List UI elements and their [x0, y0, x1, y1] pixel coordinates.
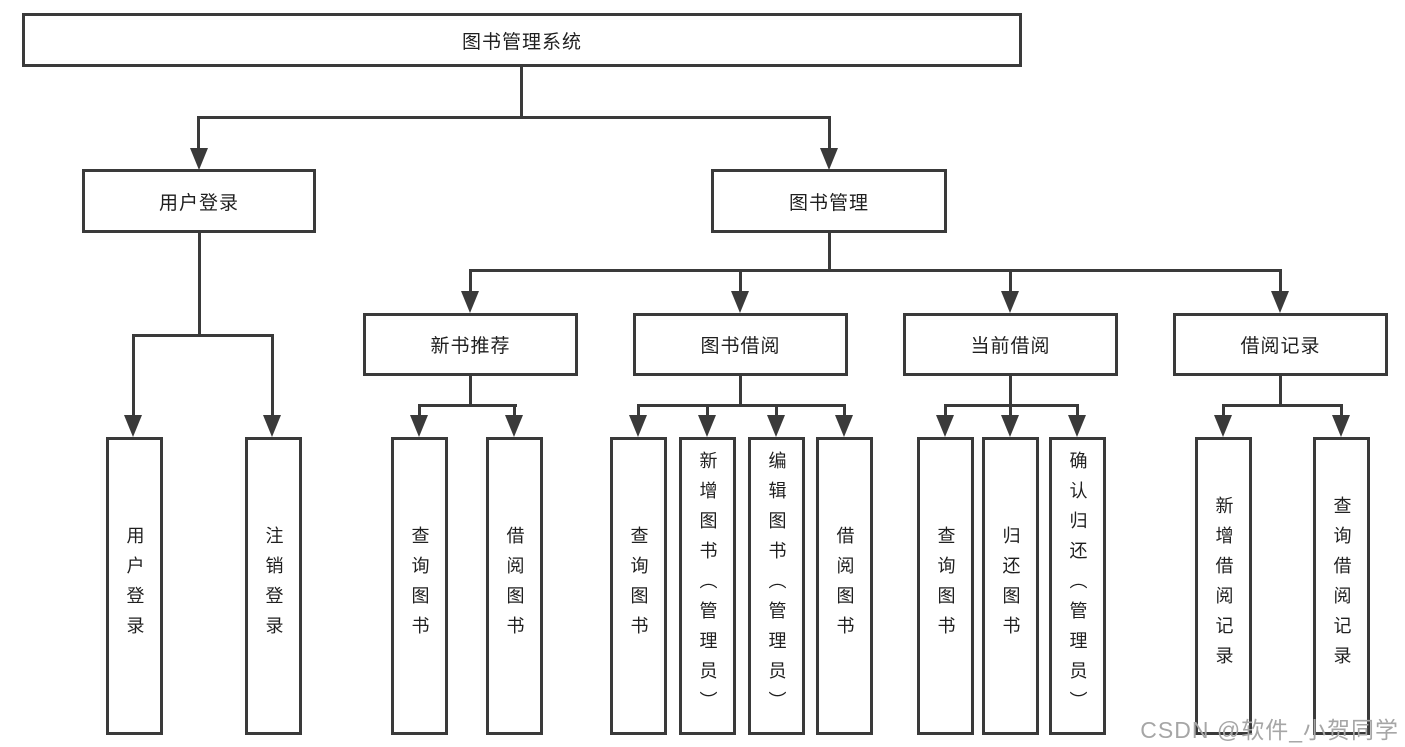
leaf-borrow-add-books-admin: 新增图书（管理员）	[679, 437, 736, 735]
node-label: 借阅图书	[834, 526, 855, 646]
node-label: 确认归还（管理员）	[1067, 451, 1088, 721]
connector-line	[1076, 407, 1079, 417]
node-label: 查询图书	[935, 526, 956, 646]
leaf-current-confirm-return-admin: 确认归还（管理员）	[1049, 437, 1106, 735]
leaf-borrow-borrow-books: 借阅图书	[816, 437, 873, 735]
connector-line	[271, 337, 274, 417]
leaf-newbook-search-books: 查询图书	[391, 437, 448, 735]
csdn-watermark: CSDN @软件_小贺同学	[1140, 717, 1399, 743]
connector-line	[637, 404, 846, 407]
connector-line	[828, 233, 831, 272]
connector-line	[775, 407, 778, 417]
connector-line	[132, 334, 274, 337]
leaf-current-return-books: 归还图书	[982, 437, 1039, 735]
node-book-management: 图书管理	[711, 169, 947, 233]
connector-line	[1009, 376, 1012, 406]
connector-line	[1222, 404, 1343, 407]
node-library-management-system: 图书管理系统	[22, 13, 1022, 67]
arrow-down-icon	[698, 415, 716, 437]
connector-line	[828, 119, 831, 150]
arrow-down-icon	[190, 148, 208, 170]
arrow-down-icon	[731, 291, 749, 313]
connector-line	[1340, 407, 1343, 417]
connector-line	[739, 376, 742, 406]
leaf-borrow-edit-books-admin: 编辑图书（管理员）	[748, 437, 805, 735]
arrow-down-icon	[820, 148, 838, 170]
node-label: 图书借阅	[700, 336, 781, 357]
connector-line	[706, 407, 709, 417]
connector-line	[739, 272, 742, 293]
arrow-down-icon	[124, 415, 142, 437]
arrow-down-icon	[1001, 415, 1019, 437]
arrow-down-icon	[1068, 415, 1086, 437]
connector-line	[637, 407, 640, 417]
connector-line	[132, 337, 135, 417]
node-label: 查询图书	[628, 526, 649, 646]
arrow-down-icon	[505, 415, 523, 437]
connector-line	[197, 119, 200, 150]
connector-line	[944, 407, 947, 417]
connector-line	[418, 404, 517, 407]
connector-line	[197, 116, 831, 119]
leaf-logout: 注销登录	[245, 437, 302, 735]
node-label: 查询图书	[409, 526, 430, 646]
node-label: 用户登录	[158, 192, 239, 214]
node-new-book-recommendation: 新书推荐	[363, 313, 578, 376]
connector-line	[418, 407, 421, 417]
leaf-records-search-record: 查询借阅记录	[1313, 437, 1370, 735]
arrow-down-icon	[1214, 415, 1232, 437]
connector-line	[1009, 272, 1012, 293]
leaf-user-login: 用户登录	[106, 437, 163, 735]
arrow-down-icon	[767, 415, 785, 437]
leaf-records-add-record: 新增借阅记录	[1195, 437, 1252, 735]
connector-line	[513, 407, 516, 417]
arrow-down-icon	[263, 415, 281, 437]
connector-line	[1279, 272, 1282, 293]
node-label: 图书管理	[788, 192, 869, 214]
connector-line	[469, 272, 472, 293]
leaf-current-search-books: 查询图书	[917, 437, 974, 735]
node-label: 新增图书（管理员）	[697, 451, 718, 721]
leaf-borrow-search-books: 查询图书	[610, 437, 667, 735]
node-label: 查询借阅记录	[1331, 496, 1352, 676]
connector-line	[198, 233, 201, 336]
node-label: 借阅图书	[504, 526, 525, 646]
arrow-down-icon	[1332, 415, 1350, 437]
node-label: 当前借阅	[970, 336, 1051, 357]
connector-line	[944, 404, 1079, 407]
connector-line	[469, 269, 1282, 272]
arrow-down-icon	[629, 415, 647, 437]
node-label: 借阅记录	[1240, 336, 1321, 357]
connector-line	[1279, 376, 1282, 406]
node-book-borrowing: 图书借阅	[633, 313, 848, 376]
connector-line	[520, 67, 523, 119]
node-label: 图书管理系统	[461, 31, 582, 53]
arrow-down-icon	[410, 415, 428, 437]
leaf-newbook-borrow-books: 借阅图书	[486, 437, 543, 735]
node-current-borrowing: 当前借阅	[903, 313, 1118, 376]
connector-line	[469, 376, 472, 406]
arrow-down-icon	[835, 415, 853, 437]
node-label: 用户登录	[124, 526, 145, 646]
node-user-login: 用户登录	[82, 169, 316, 233]
node-label: 编辑图书（管理员）	[766, 451, 787, 721]
node-borrowing-records: 借阅记录	[1173, 313, 1388, 376]
node-label: 归还图书	[1000, 526, 1021, 646]
node-label: 新增借阅记录	[1213, 496, 1234, 676]
connector-line	[1222, 407, 1225, 417]
arrow-down-icon	[1271, 291, 1289, 313]
arrow-down-icon	[461, 291, 479, 313]
connector-line	[1009, 407, 1012, 417]
node-label: 新书推荐	[430, 336, 511, 357]
arrow-down-icon	[1001, 291, 1019, 313]
arrow-down-icon	[936, 415, 954, 437]
connector-line	[843, 407, 846, 417]
node-label: 注销登录	[263, 526, 284, 646]
